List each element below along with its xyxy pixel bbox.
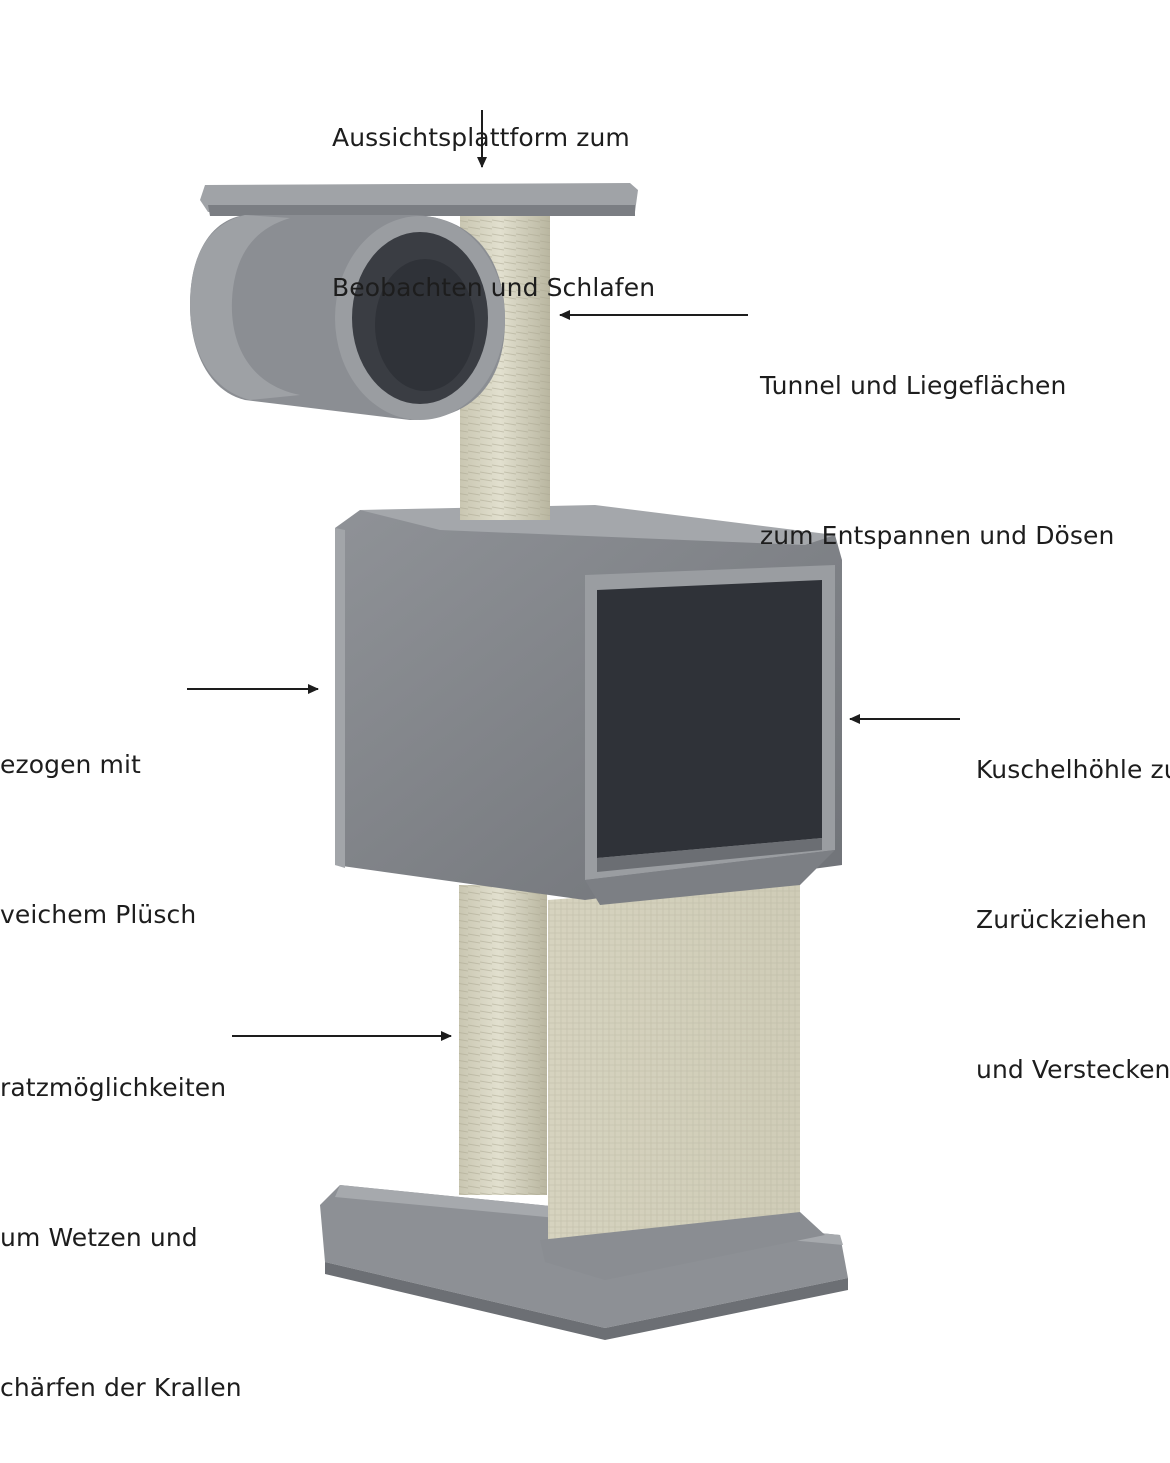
plush-tunnel xyxy=(190,215,505,420)
annotation-line: Beobachten und Schlafen xyxy=(332,273,656,302)
scratch-annotation: ratzmöglichkeiten um Wetzen und chärfen … xyxy=(0,963,242,1463)
lower-sisal-post xyxy=(459,885,547,1195)
annotation-arrows xyxy=(187,110,960,1041)
annotation-line: Tunnel und Liegeflächen xyxy=(760,371,1067,400)
annotation-line: ezogen mit xyxy=(0,750,141,779)
annotation-line: Aussichtsplattform zum xyxy=(332,123,630,152)
viewing-platform xyxy=(200,183,638,216)
annotation-line: und Verstecken xyxy=(976,1055,1170,1084)
annotation-line: ratzmöglichkeiten xyxy=(0,1073,227,1102)
annotation-line: chärfen der Krallen xyxy=(0,1373,242,1402)
scratching-board xyxy=(540,880,825,1280)
cave-annotation: Kuschelhöhle zu Zurückziehen und Verstec… xyxy=(976,645,1170,1145)
platform-annotation: Aussichtsplattform zum Beobachten und Sc… xyxy=(332,13,655,363)
annotation-line: Kuschelhöhle zu xyxy=(976,755,1170,784)
cat-tree-illustration xyxy=(187,110,960,1340)
plush-annotation: ezogen mit veichem Plüsch xyxy=(0,640,196,990)
annotation-line: zum Entspannen und Dösen xyxy=(760,521,1115,550)
annotation-line: Zurückziehen xyxy=(976,905,1148,934)
annotation-line: um Wetzen und xyxy=(0,1223,198,1252)
annotation-line: veichem Plüsch xyxy=(0,900,197,929)
tunnel-annotation: Tunnel und Liegeflächen zum Entspannen u… xyxy=(760,261,1115,611)
cuddle-cave-box xyxy=(335,505,842,905)
